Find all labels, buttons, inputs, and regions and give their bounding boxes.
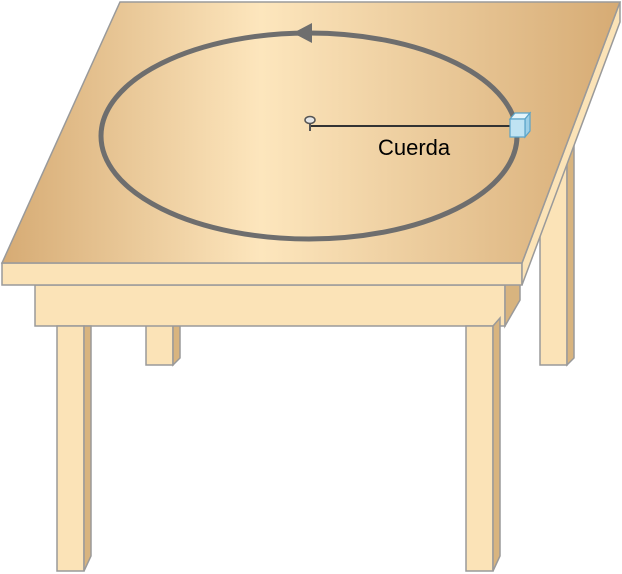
table-top-edge bbox=[1, 262, 523, 286]
back-left-leg bbox=[145, 324, 174, 366]
back-right-leg-side bbox=[566, 141, 575, 367]
front-right-leg-side bbox=[492, 316, 501, 572]
table-apron bbox=[34, 284, 506, 327]
front-left-leg-side bbox=[83, 325, 92, 572]
front-right-leg bbox=[465, 325, 494, 572]
cube-icon bbox=[508, 111, 532, 139]
arrow-left-icon bbox=[293, 23, 312, 43]
nail-icon bbox=[304, 115, 316, 131]
string-label: Cuerda bbox=[378, 135, 451, 160]
front-left-leg bbox=[56, 325, 85, 572]
